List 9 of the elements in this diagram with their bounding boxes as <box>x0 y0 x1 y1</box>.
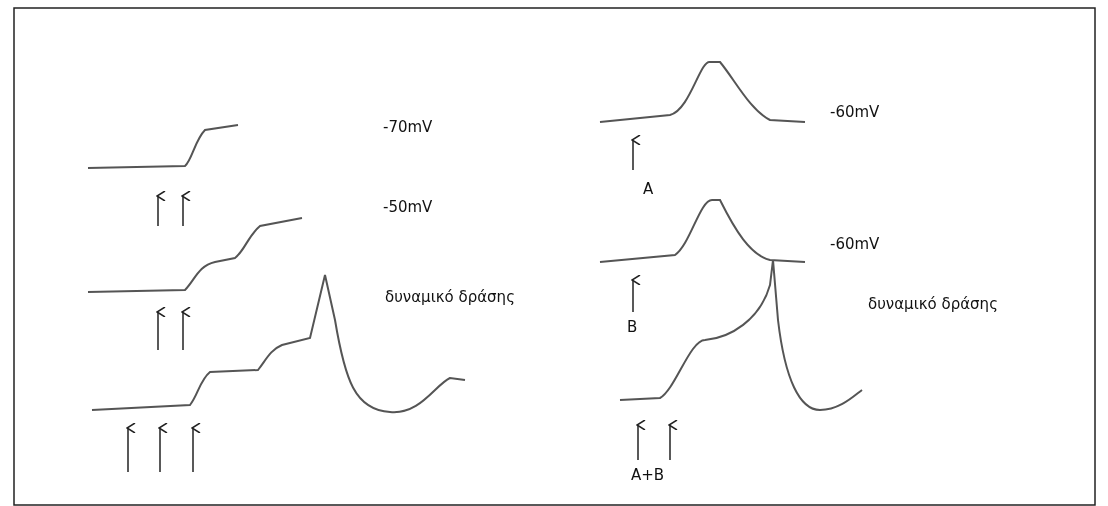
stimulus-label: A <box>643 180 654 198</box>
voltage-label: -60mV <box>830 235 880 253</box>
stimulus-label: A+B <box>631 466 665 484</box>
voltage-label: δυναμικό δράσης <box>868 295 998 313</box>
voltage-label: δυναμικό δράσης <box>385 288 515 306</box>
voltage-label: -70mV <box>383 118 433 136</box>
voltage-label: -50mV <box>383 198 433 216</box>
stimulus-label: B <box>627 318 638 336</box>
voltage-label: -60mV <box>830 103 880 121</box>
